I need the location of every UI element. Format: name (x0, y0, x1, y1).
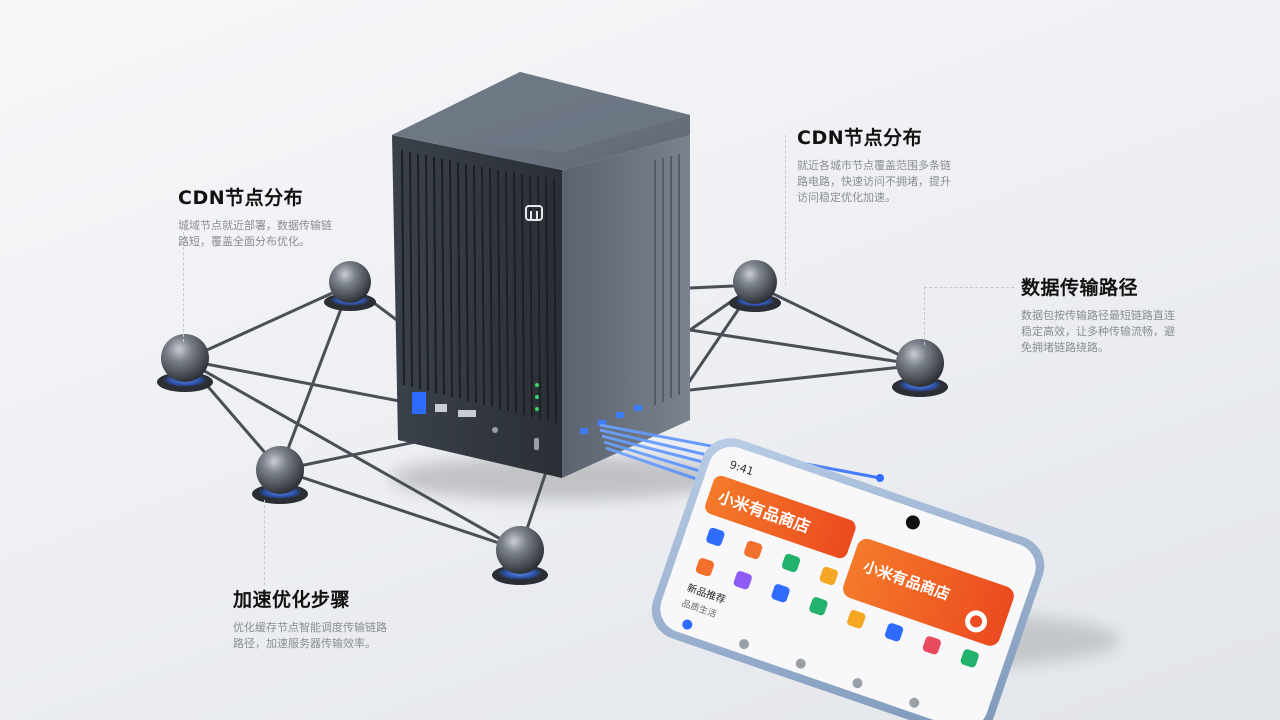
home-icon (781, 553, 801, 573)
status-led-icon (535, 395, 539, 399)
nav-category-icon (739, 639, 750, 650)
smartphone: 9:41 小米有品商店 小米有品商店 (651, 438, 1045, 720)
link (278, 468, 522, 552)
network-port (598, 420, 606, 426)
link (688, 328, 922, 367)
app-header (705, 475, 856, 559)
star-icon (884, 623, 904, 642)
power-button-icon (534, 438, 539, 450)
cart-icon (706, 527, 725, 547)
chat-icon (960, 649, 979, 668)
server-shadow (390, 456, 730, 500)
app-icon-grid (695, 527, 979, 668)
annotation-title: 数据传输路径 (1021, 277, 1139, 299)
node-sphere (492, 526, 548, 585)
node-sphere (252, 446, 308, 504)
server-grille (401, 149, 557, 424)
mi-logo-icon (525, 205, 543, 221)
annotation-title: CDN节点分布 (797, 127, 923, 149)
audio-jack (492, 427, 498, 433)
annotation-title: 加速优化步骤 (233, 589, 351, 611)
annotation-bottom-left: 加速优化步骤 优化缓存节点智能调度传输链路 路径，加速服务器传输效率。 (233, 585, 463, 652)
phone-icon (744, 540, 763, 560)
node-sphere (892, 339, 948, 397)
server-tower (392, 72, 690, 478)
annotation-right: 数据传输路径 数据包按传输路径最短链路直连 稳定高效，让多种传输流畅，避 免拥堵… (1021, 273, 1221, 356)
annotation-title: CDN节点分布 (178, 187, 304, 209)
guide-line (924, 287, 1014, 288)
side-vent (654, 154, 680, 405)
guide-line (264, 500, 265, 585)
annotation-top-left: CDN节点分布 城域节点就近部署，数据传输链 路短，覆盖全面分布优化。 (178, 183, 408, 250)
gift-icon (809, 597, 828, 616)
heart-icon (922, 636, 941, 655)
link (753, 283, 922, 367)
annotation-desc: 城域节点就近部署，数据传输链 路短，覆盖全面分布优化。 (178, 219, 332, 248)
annotation-top-right: CDN节点分布 就近各城市节点覆盖范围多条链 路电路，快速访问不拥堵，提升 访问… (797, 123, 997, 206)
watch-icon (695, 558, 715, 577)
network-port (634, 405, 642, 411)
link (688, 363, 922, 392)
annotation-desc: 就近各城市节点覆盖范围多条链 路电路，快速访问不拥堵，提升 访问稳定优化加速。 (797, 159, 951, 204)
nav-profile-icon (909, 697, 920, 708)
node-sphere (157, 334, 213, 392)
front-camera-icon (905, 515, 920, 530)
node-sphere (729, 260, 781, 312)
usb-port (435, 404, 447, 412)
usb-port-highlight (412, 392, 426, 414)
server-side-face (562, 135, 690, 478)
link (183, 358, 422, 407)
node-sphere (324, 261, 376, 311)
camera-icon (733, 571, 752, 590)
speaker-icon (771, 584, 790, 603)
link (278, 283, 352, 472)
bottom-nav (682, 619, 920, 708)
status-led-icon (535, 383, 539, 387)
annotation-desc: 数据包按传输路径最短链路直连 稳定高效，让多种传输流畅，避 免拥堵链路绕路。 (1021, 309, 1175, 354)
bag-icon (847, 610, 866, 629)
hdmi-port (458, 410, 476, 417)
nav-home-icon (682, 619, 693, 630)
tv-icon (819, 566, 838, 586)
network-port (580, 428, 588, 434)
status-led-icon (535, 407, 539, 411)
nav-discover-icon (795, 658, 806, 669)
guide-line (785, 135, 786, 285)
link (183, 358, 522, 552)
guide-line (924, 287, 925, 345)
link (183, 283, 352, 362)
network-nodes (157, 260, 948, 585)
guide-line (183, 232, 184, 342)
network-port (616, 412, 624, 418)
nav-cart-icon (852, 678, 863, 689)
annotation-desc: 优化缓存节点智能调度传输链路 路径，加速服务器传输效率。 (233, 621, 387, 650)
